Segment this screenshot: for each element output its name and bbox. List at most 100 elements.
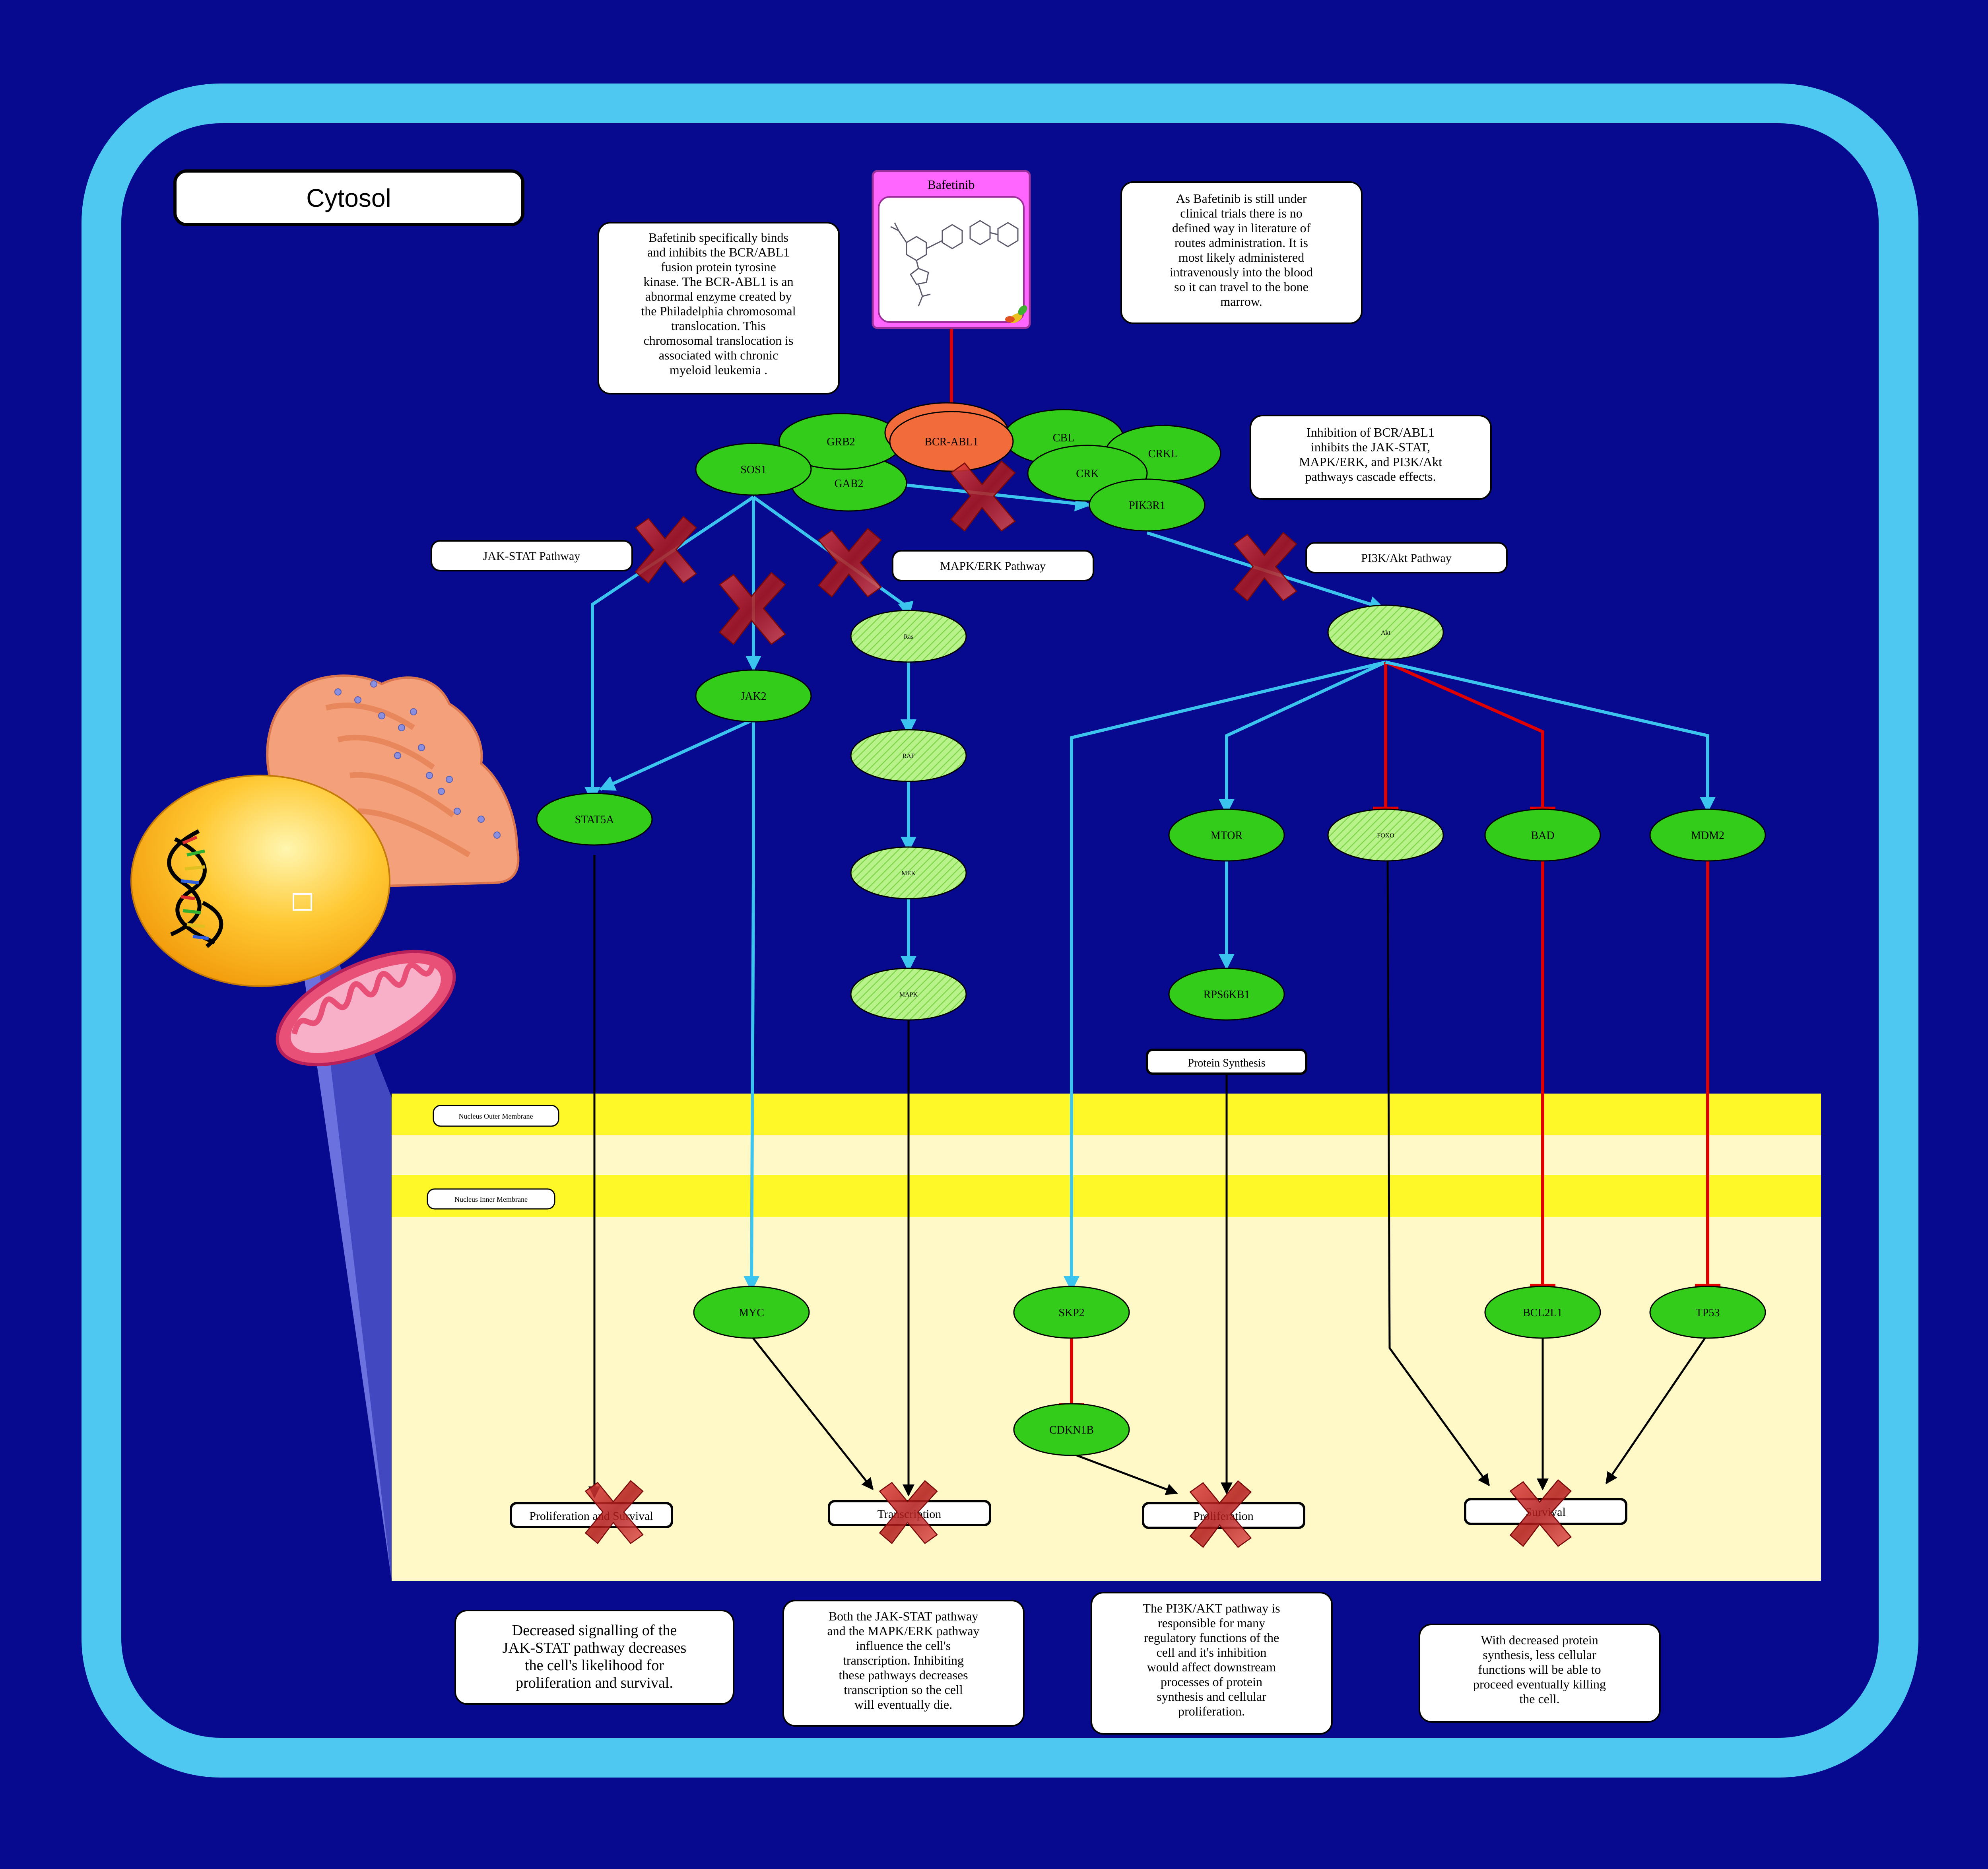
note-line: Both the JAK-STAT pathway [829,1609,978,1623]
node-foxo[interactable]: FOXO [1327,808,1444,862]
node-raf[interactable]: RAF [850,729,967,782]
node-mapk[interactable]: MAPK [850,968,967,1021]
cell-organelles-graphic [130,674,520,1067]
svg-text:Protein Synthesis: Protein Synthesis [1188,1057,1265,1069]
cytosol-label: Cytosol [306,184,391,212]
node-stat5a[interactable]: STAT5A [536,793,653,846]
note-line: influence the cell's [856,1638,951,1653]
node-cdkn1b[interactable]: CDKN1B [1013,1403,1130,1456]
note-line: would affect downstream [1147,1660,1276,1674]
node-label: PIK3R1 [1129,499,1165,512]
note-line: synthesis, less cellular [1483,1648,1596,1662]
cytosol-label-box: Cytosol [173,169,524,226]
note-line: abnormal enzyme created by [645,289,792,303]
svg-text:MAPK/ERK Pathway: MAPK/ERK Pathway [940,560,1046,573]
note-line: fusion protein tyrosine [661,260,776,274]
node-gab2[interactable]: GAB2 [790,455,907,512]
drug-node-bafetinib[interactable]: Bafetinib [872,170,1031,329]
node-mtor[interactable]: MTOR [1168,808,1285,862]
node-bcl2l1[interactable]: BCL2L1 [1484,1286,1601,1339]
node-label: STAT5A [575,814,615,826]
node-akt[interactable]: Akt [1327,604,1444,660]
label-jak-stat: JAK-STAT Pathway [431,540,633,571]
note-line: myeloid leukemia . [670,363,767,377]
svg-text:Nucleus Outer Membrane: Nucleus Outer Membrane [459,1112,533,1120]
node-label: Akt [1381,629,1391,636]
note-line: and the MAPK/ERK pathway [827,1624,979,1638]
note-line: routes administration. It is [1175,235,1308,250]
molecule-structure-icon [890,220,1019,307]
note-line: translocation. This [671,319,766,333]
node-label: MYC [739,1307,764,1319]
node-skp2[interactable]: SKP2 [1013,1286,1130,1339]
node-sos1[interactable]: SOS1 [695,443,812,496]
node-label: CDKN1B [1049,1424,1094,1436]
node-pik3r1[interactable]: PIK3R1 [1089,478,1206,532]
note-line: Inhibition of BCR/ABL1 [1307,425,1435,439]
note-line: Bafetinib specifically binds [648,230,788,245]
note-line: processes of protein [1161,1675,1262,1689]
node-label: TP53 [1696,1307,1720,1319]
note-line: transcription so the cell [844,1682,963,1697]
node-rps6kb1[interactable]: RPS6KB1 [1168,968,1285,1021]
svg-text:PI3K/Akt Pathway: PI3K/Akt Pathway [1361,552,1452,565]
outcome-prolif-survival: Proliferation and Survival [510,1502,673,1528]
node-label: BCR-ABL1 [924,436,978,448]
node-label: BCL2L1 [1523,1307,1563,1319]
note-line: JAK-STAT pathway decreases [503,1640,687,1656]
node-label: FOXO [1377,832,1394,839]
note-line: most likely administered [1178,250,1304,264]
note-line: clinical trials there is no [1180,206,1302,220]
note-line: functions will be able to [1478,1662,1601,1677]
note-line: chromosomal translocation is [644,333,794,348]
note-line: As Bafetinib is still under [1176,191,1307,206]
note-line: so it can travel to the bone [1174,280,1309,294]
node-label: RPS6KB1 [1204,989,1250,1001]
drug-name: Bafetinib [927,177,975,192]
node-label: GAB2 [834,478,863,490]
label-pi3k-akt: PI3K/Akt Pathway [1305,542,1508,573]
node-bcr-abl1[interactable]: BCR-ABL1 [884,402,1014,472]
node-label: BAD [1531,830,1554,842]
note-line: these pathways decreases [839,1668,968,1682]
node-ras[interactable]: Ras [850,610,967,663]
note-line: inhibits the JAK-STAT, [1311,440,1430,454]
note-line: and inhibits the BCR/ABL1 [647,245,790,259]
nucleus-graphic [130,775,390,987]
note-line: proliferation and survival. [516,1675,673,1691]
node-tp53[interactable]: TP53 [1649,1286,1766,1339]
note-line: The PI3K/AKT pathway is [1143,1601,1280,1615]
node-mek[interactable]: MEK [850,846,967,900]
note-line: the Philadelphia chromosomal [641,304,796,318]
node-mdm2[interactable]: MDM2 [1649,808,1766,862]
note-line: the cell's likelihood for [525,1657,664,1674]
node-label: SOS1 [740,464,766,476]
node-label: Ras [904,633,913,640]
note-line: associated with chronic [659,348,778,362]
nucleus-outer-membrane [392,1094,1821,1135]
label-nucleus-inner: Nucleus Inner Membrane [427,1188,555,1210]
note-line: cell and it's inhibition [1157,1645,1267,1659]
node-bad[interactable]: BAD [1484,808,1601,862]
pill-icon [1005,305,1027,323]
node-jak2[interactable]: JAK2 [695,669,812,723]
node-label: MEK [901,870,916,877]
svg-text:Proliferation and Survival: Proliferation and Survival [529,1510,653,1523]
node-myc[interactable]: MYC [693,1286,810,1339]
node-label: SKP2 [1058,1307,1084,1319]
note-line: the cell. [1519,1692,1559,1706]
svg-text:Nucleus Inner Membrane: Nucleus Inner Membrane [454,1195,528,1203]
node-label: MAPK [899,991,918,998]
